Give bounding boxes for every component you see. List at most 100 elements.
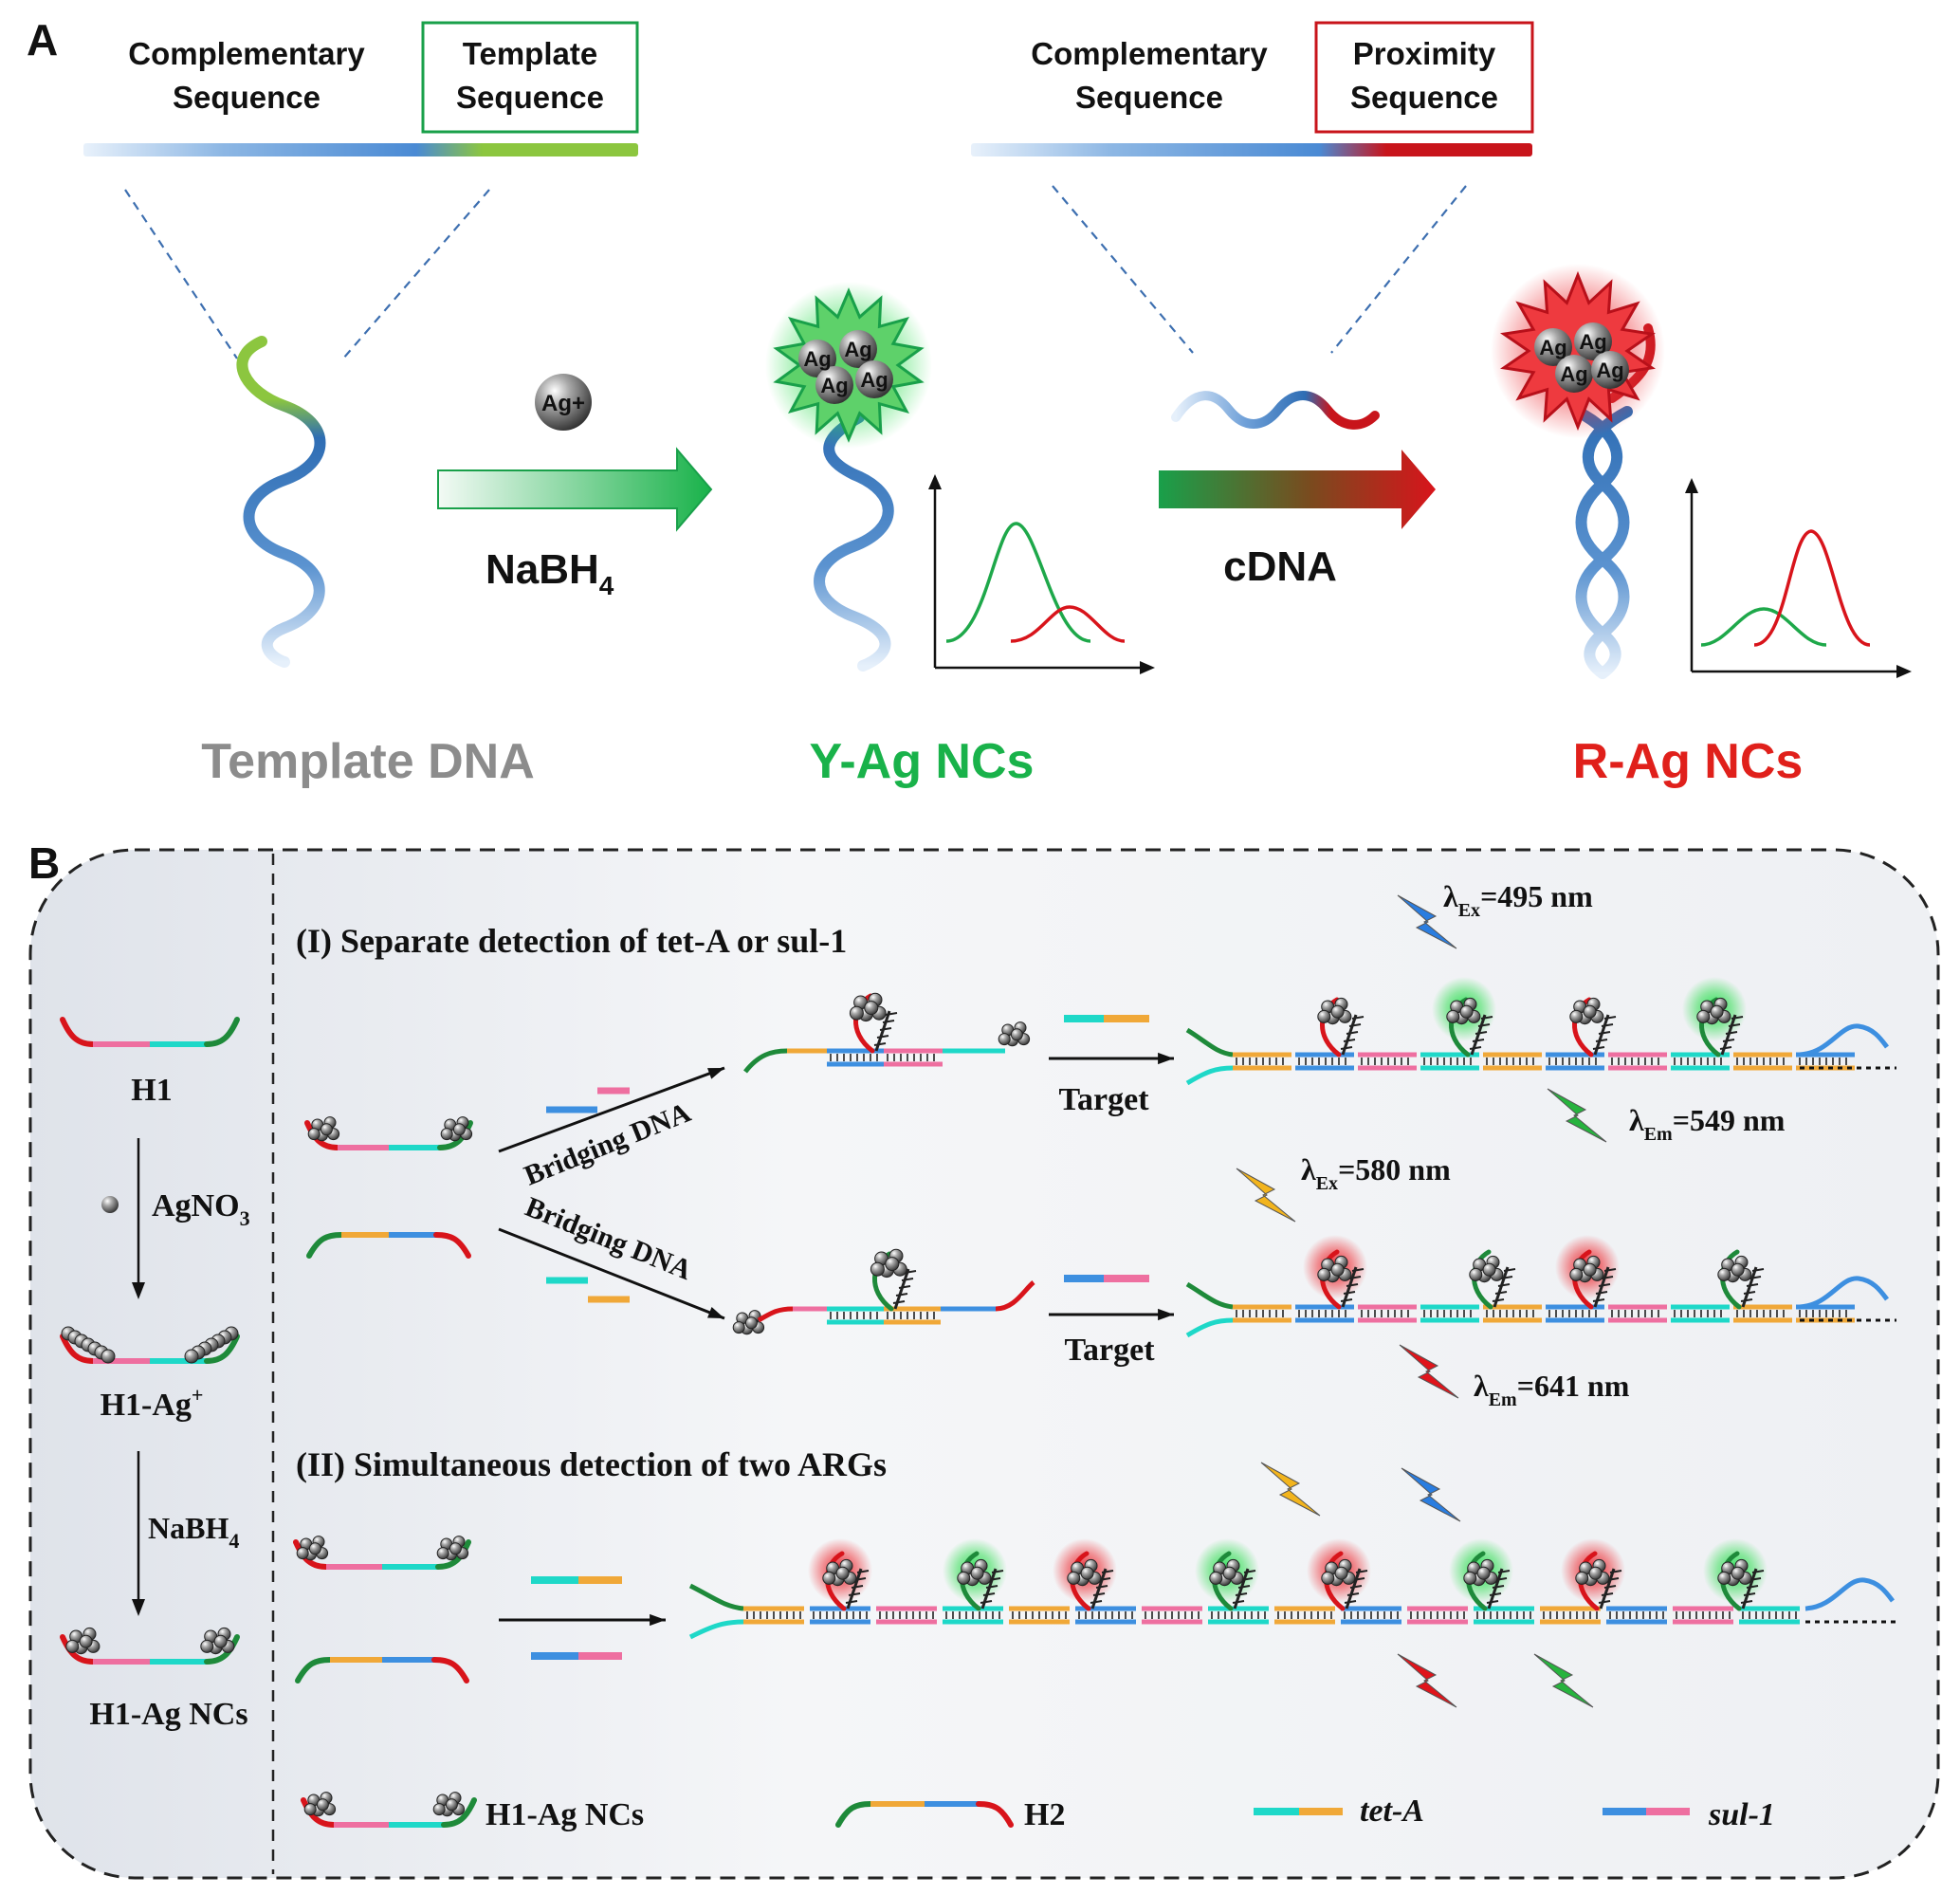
- hairpin-rung: [1598, 1031, 1611, 1035]
- product-duplex: [1608, 1304, 1667, 1323]
- product-duplex: [1295, 1052, 1354, 1071]
- hairpin-rung: [851, 1585, 864, 1589]
- product-cluster: [1569, 1255, 1604, 1283]
- hairpin-rung: [1743, 1291, 1756, 1295]
- silver-atom: [316, 1798, 329, 1812]
- proximity-sequence-box: [1314, 21, 1534, 134]
- legend-teta-label: tet-A: [1360, 1794, 1424, 1829]
- legend-h1agncs-swatch: [301, 1797, 477, 1828]
- hairpin-rung: [879, 1027, 892, 1031]
- hairpin-rung: [1492, 1298, 1505, 1302]
- h1-red-tail: [293, 1539, 329, 1570]
- hairpin-rung: [1486, 1600, 1499, 1604]
- product-duplex: [1420, 1052, 1479, 1071]
- sec2-bolt-yellow: [1260, 1462, 1321, 1517]
- h1-nc-cluster-right: [200, 1627, 235, 1655]
- panel-a-letter: A: [27, 15, 58, 64]
- silver-atom: [870, 1261, 885, 1277]
- legend-h2-label: H2: [1024, 1797, 1065, 1832]
- product-duplex: [876, 1606, 937, 1625]
- h2-red-tail: [976, 1801, 1014, 1828]
- sec1-h1-cluster-right: [440, 1116, 473, 1142]
- sec2-bolt-green: [1533, 1653, 1594, 1708]
- sec2-cluster: [1575, 1558, 1610, 1587]
- h2-green-tail: [295, 1657, 333, 1683]
- yag-cluster: Ag Ag Ag Ag: [765, 282, 932, 449]
- product-duplex: [1341, 1606, 1401, 1625]
- hairpin-rung: [1751, 1570, 1765, 1573]
- legend-h2-swatch: [835, 1801, 1014, 1828]
- silver-atom: [1569, 1009, 1584, 1023]
- hairpin-rung: [848, 1592, 861, 1596]
- upper-duplex-2: [884, 1048, 943, 1067]
- hairpin-rung: [1743, 1592, 1756, 1596]
- arrow-shaft: [498, 1227, 725, 1320]
- proximity-sequence-bar: [971, 143, 1532, 156]
- hairpin-rung: [1092, 1592, 1106, 1596]
- red-ex-label: λEx=580 nm: [1301, 1152, 1451, 1194]
- right-comp-line1: Complementary: [1031, 36, 1268, 71]
- hairpin-rung: [892, 1300, 906, 1304]
- rag-ncs-label: R-Ag NCs: [1573, 734, 1804, 789]
- silver-atom: [1710, 1004, 1724, 1019]
- sec2-h1: [293, 1539, 471, 1570]
- upper-cluster: [849, 992, 887, 1022]
- hairpin-rung: [1355, 1570, 1368, 1573]
- sec2-cluster: [1067, 1558, 1102, 1587]
- silver-atom: [432, 1803, 446, 1816]
- h1-green-tail: [204, 1634, 240, 1665]
- rag-red-peak: [1753, 529, 1871, 647]
- silver-atom: [998, 1033, 1011, 1046]
- sec2-cluster: [822, 1558, 857, 1587]
- strand-tail: [1185, 1027, 1234, 1058]
- sec1-h1-cluster-left: [307, 1116, 340, 1142]
- silver-atom: [308, 1542, 321, 1555]
- sec2-cluster: [1463, 1558, 1498, 1587]
- sec2-h1-cluster-right: [436, 1536, 469, 1561]
- silver-atom: [1222, 1566, 1236, 1580]
- arrow-head: [707, 1307, 724, 1318]
- green-ex-label: λEx=495 nm: [1443, 879, 1593, 921]
- yag-spectrum: [928, 474, 1155, 674]
- yag-ncs-label: Y-Ag NCs: [810, 734, 1035, 789]
- legend: [301, 1792, 1690, 1828]
- product-duplex: [1606, 1606, 1667, 1625]
- h2-green-tail: [835, 1801, 873, 1828]
- sec2-cluster: [1209, 1558, 1244, 1587]
- bolt-red-emission: [1399, 1344, 1459, 1399]
- hairpin-rung: [1232, 1600, 1245, 1604]
- hairpin-rung: [1598, 1600, 1611, 1604]
- h1-green-tail: [437, 1120, 473, 1150]
- hairpin-rung: [882, 1020, 895, 1023]
- strand-tail: [743, 1048, 788, 1074]
- section2-diagram: [293, 1462, 1900, 1708]
- hairpin-rung: [1728, 1023, 1741, 1027]
- hairpin-rung: [873, 1042, 887, 1046]
- hairpin-rung: [1749, 1276, 1762, 1279]
- silver-atom: [849, 1005, 864, 1021]
- product-duplex: [1474, 1606, 1534, 1625]
- nabh4-label: NaBH4: [485, 546, 614, 600]
- product-duplex: [1142, 1606, 1202, 1625]
- silver-atom: [449, 1542, 462, 1555]
- silver-atom: [885, 1257, 900, 1272]
- h1-nc-strand: [60, 1634, 240, 1665]
- target-arrow-lower: [1049, 1308, 1174, 1321]
- template-dna-label: Template DNA: [201, 734, 535, 789]
- hairpin-rung: [1348, 1276, 1362, 1279]
- yag-red-peak: [1010, 605, 1126, 643]
- hairpin-rung: [1494, 1291, 1508, 1295]
- h1-red-tail: [304, 1120, 340, 1150]
- silver-atom: [436, 1547, 449, 1560]
- product-duplex: [1233, 1304, 1291, 1323]
- silver-atom: [1317, 1009, 1331, 1023]
- agno3-label: AgNO3: [152, 1188, 250, 1230]
- strand-tail: [1185, 1281, 1234, 1310]
- hairpin-rung: [1751, 1268, 1765, 1272]
- rag-ag-2: Ag: [1579, 330, 1606, 354]
- hairpin-rung: [985, 1585, 998, 1589]
- nabh4-left-label: NaBH4: [148, 1511, 239, 1553]
- h1-ag-strand: [60, 1334, 240, 1364]
- hairpin-rung: [1746, 1283, 1759, 1287]
- rag-spectrum: [1685, 478, 1912, 678]
